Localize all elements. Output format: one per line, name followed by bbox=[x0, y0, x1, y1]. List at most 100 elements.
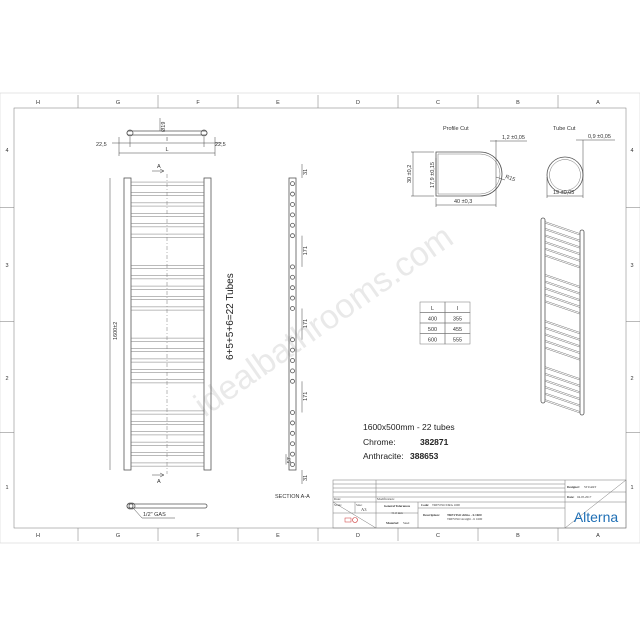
horizontal-tube bbox=[130, 421, 205, 425]
profile-width-label: 40 ±0,3 bbox=[454, 199, 472, 205]
profile-inner-label: 17,9 ±0,15 bbox=[430, 162, 436, 188]
thumb-tube bbox=[544, 339, 581, 353]
right-offset-label: 22,5 bbox=[215, 142, 226, 148]
thumb-tube bbox=[544, 399, 581, 412]
thumb-tube bbox=[544, 227, 581, 241]
tube-section bbox=[290, 410, 295, 415]
row-label: 1 bbox=[5, 485, 8, 491]
table-value: 555 bbox=[453, 338, 462, 344]
dimension-label: 171 bbox=[303, 246, 309, 255]
table-header: L bbox=[431, 306, 434, 312]
column-label: B bbox=[516, 533, 520, 539]
column-label: E bbox=[276, 100, 280, 106]
row-label: 3 bbox=[630, 263, 633, 269]
size-value: A3 bbox=[361, 507, 367, 512]
horizontal-tube bbox=[130, 192, 205, 196]
horizontal-tube bbox=[130, 296, 205, 300]
left-rail bbox=[123, 177, 132, 471]
horizontal-tube bbox=[130, 358, 205, 363]
table-value: 455 bbox=[453, 327, 462, 333]
tubes-formula: 6+5+5+6=22 Tubes bbox=[225, 273, 236, 360]
connection-label: 1/2" GAS bbox=[143, 512, 166, 518]
thumb-tube bbox=[544, 374, 581, 387]
thumb-tube bbox=[544, 221, 581, 234]
thumb-tube bbox=[544, 242, 581, 256]
tube-section bbox=[290, 181, 295, 187]
tube-section bbox=[290, 347, 295, 353]
thumb-tube bbox=[544, 334, 581, 348]
column-label: F bbox=[196, 100, 200, 106]
tube-section bbox=[290, 222, 295, 228]
horizontal-tube bbox=[130, 369, 205, 373]
horizontal-tube bbox=[130, 223, 205, 228]
column-label: A bbox=[596, 533, 600, 539]
horizontal-tube bbox=[130, 213, 205, 217]
dimension-label: 57 bbox=[287, 457, 293, 463]
tolerance-value: ±1.0 mm bbox=[391, 511, 403, 515]
row-label: 2 bbox=[630, 376, 633, 382]
thumb-left-rail bbox=[540, 217, 546, 404]
section-title: SECTION A-A bbox=[275, 494, 310, 500]
profile-cut-title: Profile Cut bbox=[443, 126, 469, 132]
row-label: 1 bbox=[630, 485, 633, 491]
thumb-tube bbox=[544, 247, 581, 261]
thumb-tube bbox=[544, 381, 581, 394]
tube-section bbox=[290, 430, 295, 436]
tube-diameter-label: Ø19 bbox=[161, 122, 167, 132]
row-label: 2 bbox=[5, 376, 8, 382]
horizontal-tube bbox=[130, 306, 205, 311]
date-label: Date: bbox=[334, 497, 341, 501]
modification-label: Modification: bbox=[377, 497, 395, 501]
thumb-tube bbox=[544, 287, 581, 300]
column-label: C bbox=[436, 100, 440, 106]
code-value: TREVISO DRA 1600 bbox=[432, 503, 460, 507]
description-line-2: TREVISO straight - h 1600 bbox=[447, 517, 483, 521]
thumb-tube bbox=[544, 234, 581, 248]
front-view: 1600±2 6+5+5+6=22 Tubes A A bbox=[109, 164, 236, 485]
horizontal-tube bbox=[130, 265, 205, 269]
horizontal-tube bbox=[130, 337, 205, 342]
thumb-tube bbox=[544, 366, 581, 379]
left-offset-label: 22,5 bbox=[96, 142, 107, 148]
tube-section bbox=[290, 274, 295, 280]
thumb-tube bbox=[544, 341, 581, 354]
thumb-tube bbox=[544, 255, 581, 269]
section-rail bbox=[288, 177, 297, 471]
code-label: Code: bbox=[421, 503, 429, 507]
material-label: Material: bbox=[386, 521, 399, 525]
thumb-tube bbox=[544, 392, 581, 406]
thumb-tube bbox=[544, 348, 581, 361]
thumb-tube bbox=[544, 320, 581, 333]
tube-wall-label: 0,9 ±0,05 bbox=[588, 134, 611, 140]
designer-value: STUART bbox=[584, 485, 596, 489]
column-label: F bbox=[196, 533, 200, 539]
anthracite-code: 388653 bbox=[410, 451, 439, 461]
inner-width-label: I bbox=[166, 137, 168, 143]
tube-section bbox=[290, 337, 295, 343]
right-rail bbox=[203, 177, 212, 471]
tolerance-label: General Tolerances bbox=[384, 504, 411, 508]
tube-diameter-label: 19 ±0,05 bbox=[553, 190, 574, 196]
column-label: B bbox=[516, 100, 520, 106]
tube-section bbox=[290, 191, 295, 197]
tube-section bbox=[290, 264, 295, 270]
column-label: A bbox=[596, 100, 600, 106]
bottom-view: 1/2" GAS bbox=[126, 502, 208, 519]
tube-section bbox=[290, 202, 295, 207]
tube-section bbox=[290, 451, 295, 457]
thumb-tube bbox=[544, 293, 581, 307]
thumb-tube bbox=[544, 346, 581, 360]
horizontal-tube bbox=[130, 441, 205, 446]
chrome-code: 382871 bbox=[420, 437, 449, 447]
table-value: 600 bbox=[428, 338, 437, 344]
thumb-tube bbox=[544, 400, 581, 414]
thumb-tube bbox=[544, 300, 581, 313]
description-label: Description: bbox=[423, 513, 440, 517]
product-info: 1600x500mm - 22 tubes Chrome: 382871 Ant… bbox=[363, 422, 455, 461]
thumb-tube bbox=[544, 295, 581, 308]
thumb-tube bbox=[544, 222, 581, 236]
horizontal-tube bbox=[130, 462, 205, 467]
